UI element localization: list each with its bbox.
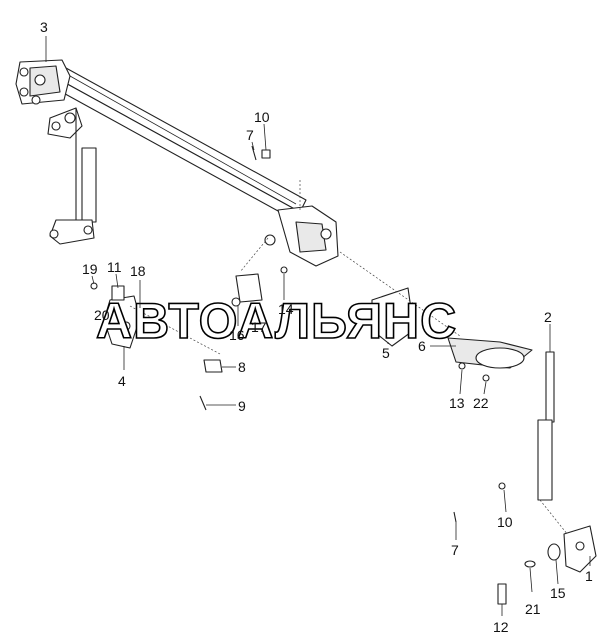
left-hinge-assembly [47, 107, 97, 245]
callout-7-top: 7 [246, 127, 255, 151]
hinge-bracket-4 [90, 282, 221, 355]
callout-22: 22 [473, 381, 489, 411]
callout-21: 21 [525, 567, 541, 617]
callout-3: 3 [40, 19, 48, 62]
callout-14: 14 [278, 274, 294, 317]
svg-text:10: 10 [497, 514, 513, 530]
svg-text:2: 2 [544, 309, 552, 325]
callout-11: 11 [107, 259, 122, 289]
svg-text:15: 15 [550, 585, 566, 601]
callout-10-bottom: 10 [497, 489, 513, 530]
svg-text:13: 13 [449, 395, 465, 411]
left-mount-bracket [15, 59, 71, 105]
callout-12: 12 [493, 604, 509, 635]
svg-text:16: 16 [229, 327, 245, 343]
svg-text:17: 17 [251, 319, 267, 335]
svg-text:20: 20 [94, 307, 110, 323]
svg-text:1: 1 [585, 568, 593, 584]
callout-7-bottom: 7 [451, 522, 459, 558]
callout-9: 9 [206, 398, 246, 414]
center-mount-bracket [239, 180, 339, 273]
callout-19: 19 [82, 261, 98, 285]
callout-13: 13 [449, 369, 465, 411]
svg-text:8: 8 [238, 359, 246, 375]
callout-18: 18 [130, 263, 146, 308]
callout-6: 6 [418, 338, 456, 354]
right-hinge-5-6 [339, 251, 533, 382]
pin-8 [199, 359, 223, 411]
callout-16: 16 [229, 306, 245, 343]
callout-17: 17 [251, 319, 267, 335]
svg-text:12: 12 [493, 619, 509, 635]
callout-8: 8 [222, 359, 246, 375]
svg-text:18: 18 [130, 263, 146, 279]
svg-text:9: 9 [238, 398, 246, 414]
hardware-7-10-top [251, 145, 271, 161]
svg-text:4: 4 [118, 373, 126, 389]
svg-text:7: 7 [451, 542, 459, 558]
cross-beam-tube [57, 67, 307, 223]
svg-text:7: 7 [246, 127, 254, 143]
svg-text:14: 14 [278, 301, 294, 317]
callout-20: 20 [94, 307, 110, 323]
callout-5: 5 [382, 342, 390, 361]
callout-15: 15 [550, 559, 566, 601]
svg-text:22: 22 [473, 395, 489, 411]
svg-text:6: 6 [418, 338, 426, 354]
svg-text:10: 10 [254, 109, 270, 125]
watermark-text: АВТОАЛЬЯНС [96, 293, 457, 349]
svg-text:3: 3 [40, 19, 48, 35]
plate-16-17 [231, 266, 288, 307]
callout-2: 2 [544, 309, 552, 352]
lower-bracket-1 [453, 482, 597, 605]
svg-text:21: 21 [525, 601, 541, 617]
callout-4: 4 [118, 346, 126, 389]
svg-text:11: 11 [107, 259, 122, 275]
svg-text:5: 5 [382, 345, 390, 361]
gas-strut-2 [537, 351, 573, 541]
callout-1: 1 [585, 556, 593, 584]
svg-text:19: 19 [82, 261, 98, 277]
callout-10-top: 10 [254, 109, 270, 151]
